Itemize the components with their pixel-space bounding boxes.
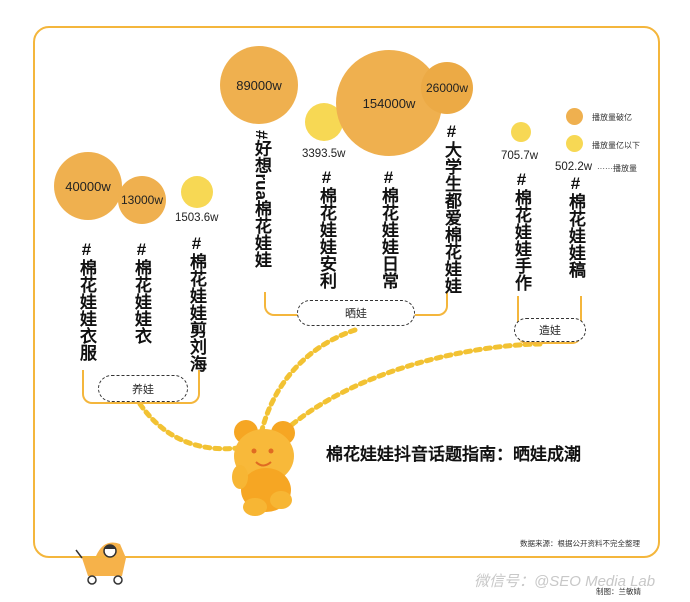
topic-t5: #棉花娃娃安利 (317, 168, 336, 289)
topic-t3: #棉花娃娃剪刘海 (187, 234, 206, 372)
bubble-t8 (511, 122, 531, 142)
topic-t1: #棉花娃娃衣服 (77, 240, 96, 361)
group-pill-zaowa: 造娃 (514, 318, 586, 342)
topic-t7: #大学生都爱棉花娃娃 (442, 122, 461, 294)
topic-t2: #棉花娃娃衣 (132, 240, 151, 344)
bubble-t1: 40000w (54, 152, 122, 220)
diagram-title: 棉花娃娃抖音话题指南：晒娃成潮 (326, 445, 581, 464)
views-t7: 26000w (425, 81, 469, 95)
topic-t6: #棉花娃娃日常 (379, 168, 398, 289)
legend-small-dot (566, 135, 583, 152)
topic-t9: #棉花娃娃稿 (566, 174, 585, 278)
legend-small-label: 播放量亿以下 (592, 141, 640, 150)
topic-t8: #棉花娃娃手作 (512, 170, 531, 291)
watermark: 微信号：@SEO Media Lab (474, 573, 656, 590)
group-pill-shaiwa: 晒娃 (297, 300, 415, 326)
bracket-yangwa (82, 370, 200, 404)
author-note: 制图：兰敏婧 (596, 587, 641, 596)
teddy-bear-icon (232, 420, 295, 516)
bubble-t3 (181, 176, 213, 208)
connector-line-yangwa (137, 401, 241, 452)
bubble-t6: 154000w (336, 50, 442, 156)
bubble-t2: 13000w (118, 176, 166, 224)
views-t5: 3393.5w (302, 148, 346, 160)
legend-unit-label: ······播放量 (597, 164, 637, 173)
views-t4: 89000w (236, 77, 282, 93)
source-note: 数据来源：根据公开资料不完全整理 (520, 539, 640, 548)
group-pill-yangwa: 养娃 (98, 375, 188, 402)
legend-big-label: 播放量破亿 (592, 113, 632, 122)
views-t6: 154000w (362, 95, 416, 111)
bubble-t4: 89000w (220, 46, 298, 124)
views-t8: 705.7w (501, 150, 539, 162)
connector-line-zaowa (277, 341, 543, 438)
views-t9: 502.2w (555, 161, 593, 173)
legend-big-dot (566, 108, 583, 125)
connector-line-shaiwa (259, 327, 358, 433)
views-t3: 1503.6w (175, 212, 219, 224)
stroller-logo-icon (75, 542, 126, 585)
frame-border (33, 26, 660, 558)
topic-t4: #好想rua棉花娃娃 (252, 130, 271, 268)
views-t2: 13000w (120, 193, 164, 207)
views-t1: 40000w (65, 178, 111, 194)
bubble-t7: 26000w (421, 62, 473, 114)
